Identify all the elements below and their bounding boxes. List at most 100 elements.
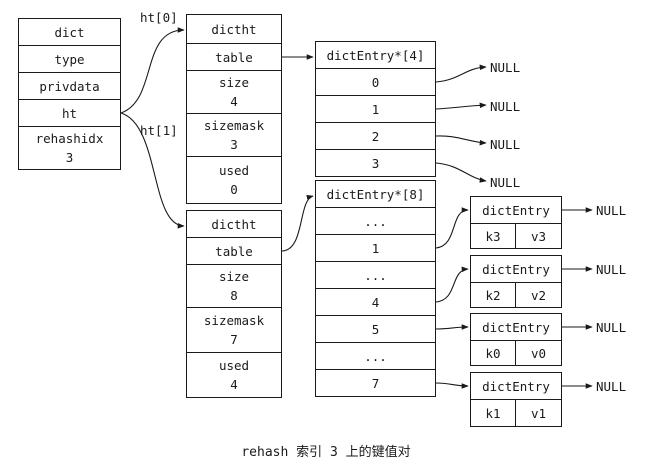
entry-value-cell: v0 — [515, 340, 562, 366]
null-label: NULL — [490, 137, 521, 152]
table1-slot: 4 — [315, 288, 436, 316]
null-arrow — [435, 162, 487, 183]
dict-privdata-cell: privdata — [18, 72, 121, 100]
null-arrow — [435, 102, 487, 110]
rehashidx-value: 3 — [65, 150, 74, 165]
entry-title: dictEntry — [482, 202, 550, 218]
entry-title: dictEntry — [482, 378, 550, 394]
ht1-used-value: 4 — [230, 377, 238, 392]
entry-value-cell: v1 — [515, 399, 562, 427]
entry-key: k2 — [485, 287, 501, 303]
ht1-size-label: size — [218, 269, 250, 284]
entry-value-cell: v2 — [515, 282, 562, 308]
entry-title-cell: dictEntry — [470, 196, 562, 224]
ht0-table-label: table — [215, 49, 253, 65]
ht0-size-label: size — [218, 75, 250, 90]
ht0-sizemask-value: 3 — [230, 137, 238, 152]
table0-slot-label: 3 — [371, 155, 380, 171]
table0-slot: 0 — [315, 68, 436, 96]
dict-type-label: type — [54, 51, 85, 67]
dict-title: dict — [54, 24, 85, 40]
figure-caption: rehash 索引 3 上的键值对 — [241, 445, 411, 460]
entry-value: v3 — [530, 228, 547, 244]
table1-slot: ... — [315, 207, 436, 235]
ht0-title-cell: dictht — [186, 14, 282, 44]
entry-key-cell: k3 — [470, 223, 516, 249]
table1-header-cell: dictEntry*[8] — [315, 180, 436, 208]
ht1-size-value: 8 — [230, 288, 238, 303]
table1-slot: ... — [315, 342, 436, 370]
ht0-size-value: 4 — [230, 94, 238, 109]
table1-slot: 1 — [315, 234, 436, 262]
table1-pointer-arrow — [281, 194, 314, 252]
entry-pointer-arrow — [435, 382, 469, 389]
ht1-table-label: table — [215, 243, 253, 259]
ht1-label: ht[1] — [140, 123, 178, 138]
entry-key: k0 — [485, 345, 501, 361]
table0-slot-label: 0 — [371, 74, 380, 90]
entry-value: v2 — [530, 287, 547, 303]
null-label: NULL — [596, 379, 627, 394]
ht1-sizemask-cell: sizemask 7 — [186, 307, 282, 353]
dict-privdata-label: privdata — [39, 78, 100, 94]
entry-pointer-arrow — [435, 324, 469, 330]
entry-title: dictEntry — [482, 319, 550, 335]
table0-slot: 1 — [315, 95, 436, 123]
ht0-used-value: 0 — [230, 182, 238, 197]
ht1-title-cell: dictht — [186, 210, 282, 238]
null-label: NULL — [490, 99, 521, 114]
entry-pointer-arrow — [435, 207, 469, 249]
table1-slot-label: ... — [364, 348, 387, 364]
null-arrow — [435, 135, 487, 146]
ht1-size-cell: size 8 — [186, 264, 282, 308]
ht1-used-cell: used 4 — [186, 352, 282, 398]
rehashidx-label: rehashidx — [35, 131, 104, 146]
null-label: NULL — [490, 175, 521, 190]
ht1-sizemask-label: sizemask — [203, 313, 265, 328]
ht1-used-label: used — [218, 358, 250, 373]
table0-slot-label: 2 — [371, 128, 380, 144]
entry-key: k1 — [485, 405, 501, 421]
ht1-sizemask-value: 7 — [230, 332, 238, 347]
dict-title-cell: dict — [18, 18, 121, 46]
entry-key-cell: k0 — [470, 340, 516, 366]
ht1-title: dictht — [211, 216, 257, 232]
ht0-pointer-arrow — [120, 27, 185, 114]
ht0-title: dictht — [211, 21, 257, 37]
table1-slot: ... — [315, 261, 436, 289]
ht0-used-cell: used 0 — [186, 156, 282, 204]
null-label: NULL — [596, 262, 627, 277]
table1-slot-label: 1 — [371, 240, 380, 256]
ht0-sizemask-label: sizemask — [203, 118, 265, 133]
entry-key: k3 — [485, 228, 501, 244]
table1-slot-label: ... — [364, 213, 387, 229]
null-label: NULL — [596, 203, 627, 218]
entry-title: dictEntry — [482, 261, 550, 277]
ht0-sizemask-cell: sizemask 3 — [186, 113, 282, 157]
table1-slot-label: 5 — [371, 321, 380, 337]
dict-ht-label: ht — [61, 105, 78, 121]
table1-header: dictEntry*[8] — [326, 186, 425, 202]
entry-value: v1 — [530, 405, 547, 421]
null-label: NULL — [596, 320, 627, 335]
table1-slot-label: 7 — [371, 375, 380, 391]
ht0-label: ht[0] — [140, 10, 178, 25]
ht0-used-label: used — [218, 163, 250, 178]
table0-header: dictEntry*[4] — [326, 47, 425, 63]
entry-title-cell: dictEntry — [470, 313, 562, 341]
table1-slot: 7 — [315, 369, 436, 397]
table1-slot-label: 4 — [371, 294, 380, 310]
ht0-table-cell: table — [186, 43, 282, 71]
table0-header-cell: dictEntry*[4] — [315, 41, 436, 69]
entry-key-cell: k1 — [470, 399, 516, 427]
entry-title-cell: dictEntry — [470, 255, 562, 283]
dict-rehashidx-cell: rehashidx 3 — [18, 126, 121, 170]
entry-value-cell: v3 — [515, 223, 562, 249]
table0-slot-label: 1 — [371, 101, 380, 117]
entry-pointer-arrow — [435, 266, 469, 303]
table1-slot-label: ... — [364, 267, 387, 283]
entry-value: v0 — [530, 345, 547, 361]
null-arrow — [435, 64, 487, 83]
